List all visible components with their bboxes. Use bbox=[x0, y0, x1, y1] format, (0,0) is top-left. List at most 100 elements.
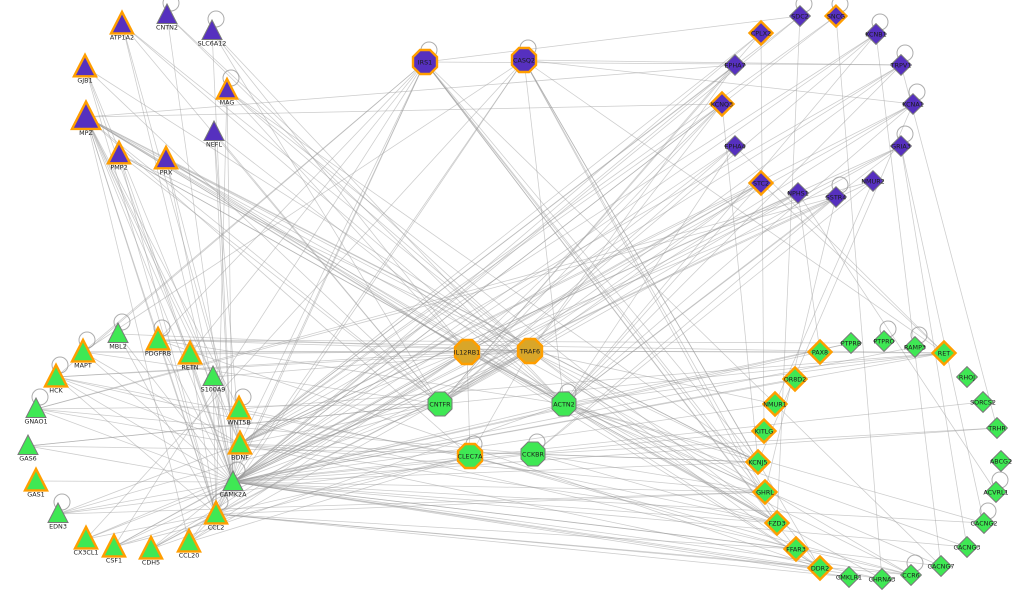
node-GRIA3[interactable]: GRIA3 bbox=[889, 134, 913, 158]
triangle-node-shape bbox=[215, 76, 239, 100]
node-MPZ[interactable]: MPZ bbox=[70, 98, 102, 137]
node-WNT5B[interactable]: WNT5B bbox=[226, 394, 252, 426]
node-CCL2[interactable]: CCL2 bbox=[203, 499, 229, 531]
node-PAX8[interactable]: PAX8 bbox=[806, 338, 834, 366]
node-RAMP3[interactable]: RAMP3 bbox=[903, 335, 927, 359]
edge-EPHA7-TRAF6 bbox=[529, 64, 736, 352]
node-MBL2[interactable]: MBL2 bbox=[107, 321, 129, 351]
node-TRAF6[interactable]: TRAF6 bbox=[516, 337, 544, 365]
node-EDN3[interactable]: EDN3 bbox=[47, 501, 69, 531]
node-SSTR4[interactable]: SSTR4 bbox=[824, 185, 848, 209]
node-GAS1[interactable]: GAS1 bbox=[23, 466, 49, 498]
node-CNTN2[interactable]: CNTN2 bbox=[156, 2, 178, 32]
node-label: KITLG bbox=[755, 427, 774, 435]
node-TRPV1[interactable]: TRPV1 bbox=[890, 53, 913, 77]
node-GHRL[interactable]: GHRL bbox=[751, 478, 779, 506]
node-label: KCNA1 bbox=[902, 100, 924, 108]
node-label: CACNG3 bbox=[954, 543, 981, 551]
node-CACNG3[interactable]: CACNG3 bbox=[954, 535, 981, 559]
edge-TRAF6-CX3CL1 bbox=[85, 350, 531, 540]
node-PMP2[interactable]: PMP2 bbox=[106, 139, 132, 171]
edge-CCL2-S100A9 bbox=[212, 376, 217, 515]
node-RHOJ[interactable]: RHOJ bbox=[955, 365, 979, 389]
node-FZD3[interactable]: FZD3 bbox=[763, 509, 791, 537]
node-KITLG[interactable]: KITLG bbox=[750, 417, 778, 445]
node-GNAO1[interactable]: GNAO1 bbox=[24, 396, 48, 426]
node-ABCG2[interactable]: ABCG2 bbox=[989, 449, 1013, 473]
node-CCR6[interactable]: CCR6 bbox=[899, 563, 923, 587]
node-ACTN2[interactable]: ACTN2 bbox=[551, 391, 577, 417]
edge-NMUR2-GNAO1 bbox=[35, 180, 874, 410]
node-KCNB1[interactable]: KCNB1 bbox=[864, 22, 888, 46]
node-KCNQ3[interactable]: KCNQ3 bbox=[708, 90, 736, 118]
node-HCK[interactable]: HCK bbox=[43, 362, 69, 394]
node-NMUR1[interactable]: NMUR1 bbox=[761, 390, 789, 418]
node-DDR2[interactable]: DDR2 bbox=[806, 554, 834, 582]
node-SLC6A12[interactable]: SLC6A12 bbox=[198, 18, 227, 48]
node-FFAR3[interactable]: FFAR3 bbox=[782, 535, 810, 563]
node-CPLX2[interactable]: CPLX2 bbox=[747, 19, 775, 47]
node-IRS1[interactable]: IRS1 bbox=[411, 48, 439, 76]
diamond-node-shape bbox=[761, 390, 789, 418]
node-ACVRL1[interactable]: ACVRL1 bbox=[983, 480, 1009, 504]
node-NMUR2[interactable]: NMUR2 bbox=[861, 169, 885, 193]
node-CNTFR[interactable]: CNTFR bbox=[427, 391, 453, 417]
node-SDC2[interactable]: SDC2 bbox=[788, 4, 812, 28]
node-SNCG[interactable]: SNCG bbox=[823, 4, 849, 29]
node-CHRNA3[interactable]: CHRNA3 bbox=[869, 567, 896, 591]
edge-CAMK2A-EDN3 bbox=[57, 481, 234, 515]
node-PTPRB[interactable]: PTPRB bbox=[839, 331, 863, 355]
node-ATP1A2[interactable]: ATP1A2 bbox=[109, 9, 135, 41]
node-CMKLR1[interactable]: CMKLR1 bbox=[836, 565, 862, 589]
edge-MPZ-DDR2 bbox=[85, 116, 821, 569]
node-MAG[interactable]: MAG bbox=[215, 76, 239, 107]
node-BDNF[interactable]: BDNF bbox=[227, 429, 253, 461]
node-CAMK2A[interactable]: CAMK2A bbox=[220, 469, 248, 499]
node-STC2[interactable]: STC2 bbox=[747, 169, 775, 197]
diamond-node-shape bbox=[824, 185, 848, 209]
node-CX3CL1[interactable]: CX3CL1 bbox=[73, 524, 99, 556]
triangle-node-shape bbox=[203, 119, 225, 141]
edge-MAG-FZD3 bbox=[226, 89, 778, 524]
node-OR8D2[interactable]: OR8D2 bbox=[781, 365, 809, 393]
edge-SSTR4-ACTN2 bbox=[563, 196, 837, 405]
edge-KCNQ3-CNTFR bbox=[439, 103, 723, 405]
node-label: PTPRB bbox=[841, 339, 861, 347]
node-CACNG2[interactable]: CACNG2 bbox=[971, 511, 998, 535]
node-CLEC7A[interactable]: CLEC7A bbox=[456, 442, 484, 470]
node-GJB1[interactable]: GJB1 bbox=[72, 52, 98, 84]
node-KCNJ5[interactable]: KCNJ5 bbox=[744, 448, 772, 476]
node-CACNG7[interactable]: CACNG7 bbox=[928, 554, 955, 578]
node-EPHA4[interactable]: EPHA4 bbox=[723, 134, 747, 158]
node-MAPT[interactable]: MAPT bbox=[70, 337, 96, 369]
edge-SNCG-CHRNA3 bbox=[835, 15, 883, 580]
node-RET[interactable]: RET bbox=[930, 339, 958, 367]
node-PDGFRB[interactable]: PDGFRB bbox=[145, 325, 171, 357]
node-CCKBR[interactable]: CCKBR bbox=[520, 441, 546, 467]
node-NEFL[interactable]: NEFL bbox=[203, 119, 225, 149]
node-label: PDGFRB bbox=[145, 349, 171, 357]
triangle-node-shape bbox=[17, 433, 39, 455]
node-CCL20[interactable]: CCL20 bbox=[176, 527, 202, 559]
node-GAS6[interactable]: GAS6 bbox=[17, 433, 39, 463]
node-NPHS1[interactable]: NPHS1 bbox=[786, 181, 810, 205]
diamond-node-shape bbox=[723, 53, 747, 77]
node-PRX[interactable]: PRX bbox=[153, 144, 179, 176]
node-RETN[interactable]: RETN bbox=[177, 339, 203, 371]
node-S100A9[interactable]: S100A9 bbox=[201, 364, 226, 394]
node-KCNA1[interactable]: KCNA1 bbox=[901, 92, 925, 116]
node-label: SLC6A12 bbox=[198, 40, 227, 48]
node-SORCS2[interactable]: SORCS2 bbox=[970, 390, 996, 414]
node-CDH5[interactable]: CDH5 bbox=[138, 534, 164, 566]
node-CASQ2[interactable]: CASQ2 bbox=[510, 46, 538, 74]
edge-CAMK2A-GHRL bbox=[232, 481, 766, 493]
node-label: CCR6 bbox=[902, 571, 919, 579]
node-CSF1[interactable]: CSF1 bbox=[101, 532, 127, 564]
node-EPHA7[interactable]: EPHA7 bbox=[723, 53, 747, 77]
edge-CCL2-RETN bbox=[189, 353, 217, 515]
node-IL12RB1[interactable]: IL12RB1 bbox=[454, 338, 480, 366]
node-TRHR[interactable]: TRHR bbox=[985, 416, 1009, 440]
node-PTPRO[interactable]: PTPRO bbox=[872, 329, 896, 353]
